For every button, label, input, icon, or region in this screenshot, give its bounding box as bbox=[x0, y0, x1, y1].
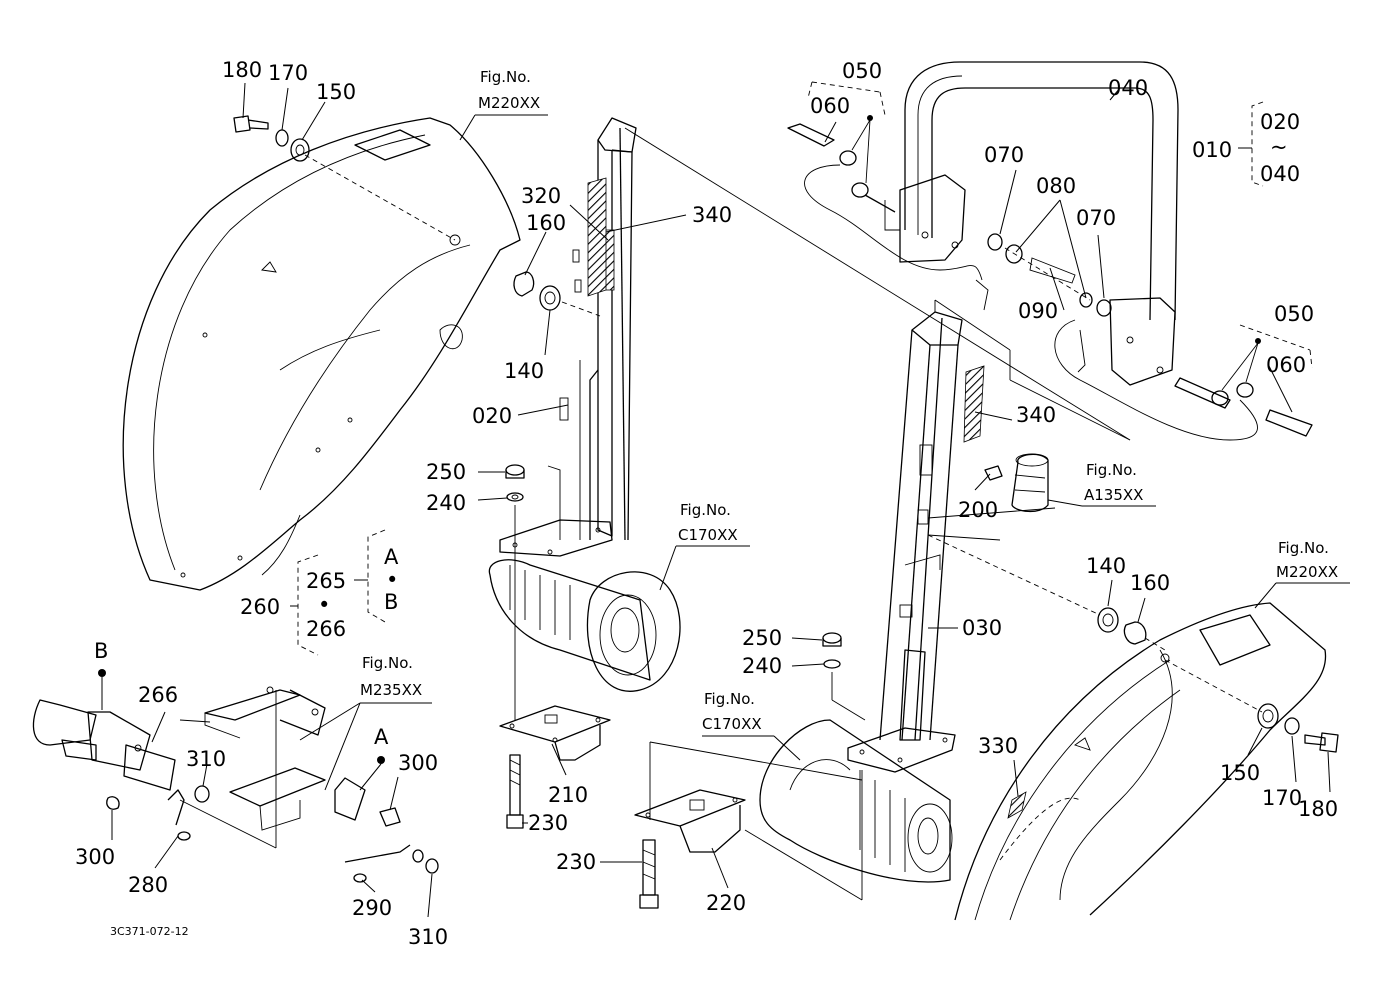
fig-ref-label-m235: Fig.No. bbox=[362, 654, 413, 672]
left-fender bbox=[122, 117, 521, 591]
callout-B-belt: B bbox=[94, 639, 108, 663]
right-post bbox=[847, 299, 1131, 773]
leader-lines bbox=[111, 82, 1350, 918]
callout-160-right: 160 bbox=[1130, 571, 1170, 595]
fig-ref-code-a135: A135XX bbox=[1084, 486, 1143, 504]
rops-frame bbox=[884, 61, 1179, 386]
left-decal bbox=[587, 177, 607, 297]
drawing-code: 3C371-072-12 bbox=[110, 925, 189, 938]
callout-340-right: 340 bbox=[1016, 403, 1056, 427]
callout-040: 040 bbox=[1108, 76, 1148, 100]
seat-belt-assembly bbox=[32, 669, 176, 791]
callout-170-right: 170 bbox=[1262, 786, 1302, 810]
fig-ref-code-c170-right: C170XX bbox=[702, 715, 762, 733]
callout-B: B bbox=[384, 590, 398, 614]
callout-200: 200 bbox=[958, 498, 998, 522]
callout-310: 310 bbox=[186, 747, 226, 771]
range-symbol: ~ bbox=[1270, 135, 1288, 159]
left-plate-bolt bbox=[499, 705, 611, 829]
callout-280: 280 bbox=[128, 873, 168, 897]
lamp-fitting bbox=[927, 453, 1056, 541]
fig-ref-label-c170-right: Fig.No. bbox=[704, 690, 755, 708]
left-fender-fasteners bbox=[233, 115, 456, 241]
callout-040-range: 040 bbox=[1260, 162, 1300, 186]
rops-hardware bbox=[987, 199, 1112, 317]
callout-230: 230 bbox=[528, 811, 568, 835]
callout-260: 260 bbox=[240, 595, 280, 619]
callout-266: 266 bbox=[306, 617, 346, 641]
callout-180-right: 180 bbox=[1298, 797, 1338, 821]
callout-010: 010 bbox=[1192, 138, 1232, 162]
callout-180: 180 bbox=[222, 58, 262, 82]
right-bushings bbox=[927, 534, 1166, 651]
left-bushings bbox=[513, 271, 601, 317]
right-plate-bolt bbox=[634, 741, 863, 909]
figure-references: Fig.No. M220XX Fig.No. C170XX Fig.No. M2… bbox=[360, 68, 1338, 733]
right-decal bbox=[963, 365, 985, 443]
callout-170: 170 bbox=[268, 61, 308, 85]
callout-300-switch: 300 bbox=[398, 751, 438, 775]
callout-050-right: 050 bbox=[1274, 302, 1314, 326]
callout-240-right: 240 bbox=[742, 654, 782, 678]
callout-050: 050 bbox=[842, 59, 882, 83]
callout-330: 330 bbox=[978, 734, 1018, 758]
callout-150-right: 150 bbox=[1220, 761, 1260, 785]
callout-A-switch: A bbox=[374, 725, 389, 749]
bracket-assembly bbox=[179, 686, 326, 849]
callout-300: 300 bbox=[75, 845, 115, 869]
callout-140-right: 140 bbox=[1086, 554, 1126, 578]
fig-ref-code-m220-right: M220XX bbox=[1276, 563, 1338, 581]
fig-ref-label-c170-left: Fig.No. bbox=[680, 501, 731, 519]
right-fender bbox=[954, 602, 1327, 921]
dot-separator-ab: • bbox=[386, 568, 398, 592]
fig-ref-code-m220-left: M220XX bbox=[478, 94, 540, 112]
callout-060-right: 060 bbox=[1266, 353, 1306, 377]
callout-250: 250 bbox=[426, 460, 466, 484]
callout-labels: 180 170 150 320 160 340 140 020 250 240 … bbox=[75, 58, 1338, 949]
callout-030: 030 bbox=[962, 616, 1002, 640]
callout-020: 020 bbox=[472, 404, 512, 428]
callout-220: 220 bbox=[706, 891, 746, 915]
callout-A: A bbox=[384, 545, 399, 569]
fig-ref-label-m220-left: Fig.No. bbox=[480, 68, 531, 86]
callout-230-right: 230 bbox=[556, 850, 596, 874]
upper-pin-and-cable bbox=[787, 81, 989, 311]
callout-210: 210 bbox=[548, 783, 588, 807]
dot-separator: • bbox=[318, 593, 330, 617]
fig-ref-code-m235: M235XX bbox=[360, 681, 422, 699]
callout-290: 290 bbox=[352, 896, 392, 920]
callout-250-right: 250 bbox=[742, 626, 782, 650]
callout-060: 060 bbox=[810, 94, 850, 118]
callout-340: 340 bbox=[692, 203, 732, 227]
callout-266-belt: 266 bbox=[138, 683, 178, 707]
callout-070-right: 070 bbox=[1076, 206, 1116, 230]
callout-090: 090 bbox=[1018, 299, 1058, 323]
callout-020-range: 020 bbox=[1260, 110, 1300, 134]
right-axle-housing bbox=[759, 719, 953, 883]
callout-265: 265 bbox=[306, 569, 346, 593]
left-axle-housing bbox=[488, 559, 681, 692]
callout-240: 240 bbox=[426, 491, 466, 515]
callout-080: 080 bbox=[1036, 174, 1076, 198]
right-post-nut-washer bbox=[822, 632, 866, 721]
callout-140: 140 bbox=[504, 359, 544, 383]
callout-160: 160 bbox=[526, 211, 566, 235]
callout-310-switch: 310 bbox=[408, 925, 448, 949]
fig-ref-code-c170-left: C170XX bbox=[678, 526, 738, 544]
fig-ref-label-m220-right: Fig.No. bbox=[1278, 539, 1329, 557]
seat-switch-parts bbox=[106, 756, 439, 883]
fig-ref-label-a135: Fig.No. bbox=[1086, 461, 1137, 479]
callout-320: 320 bbox=[521, 184, 561, 208]
callout-070: 070 bbox=[984, 143, 1024, 167]
callout-150: 150 bbox=[316, 80, 356, 104]
right-fender-fasteners bbox=[1257, 703, 1339, 753]
brackets bbox=[290, 101, 1264, 656]
left-post-nut-washer bbox=[505, 464, 525, 720]
lower-pin-and-cable bbox=[1054, 319, 1313, 441]
